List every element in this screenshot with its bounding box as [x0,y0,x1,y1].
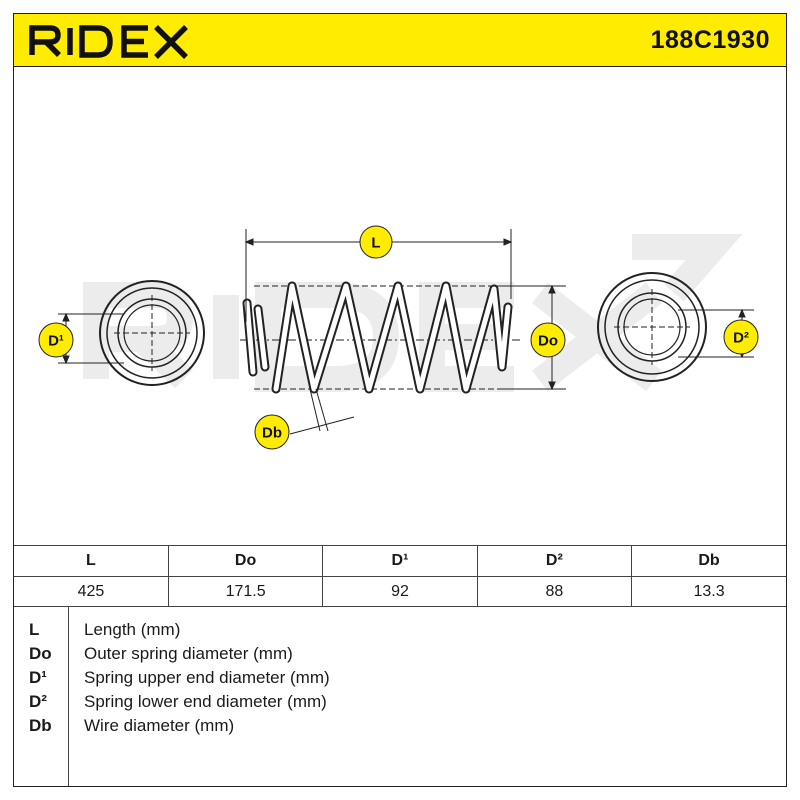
legend-divider [68,606,69,786]
svg-text:L: L [371,235,380,252]
db-dimension [289,388,355,435]
legend-item: L Length (mm) [14,620,786,644]
spec-table: L Do D¹ D² Db 425 171.5 92 88 13.3 [14,545,786,607]
legend-item: Do Outer spring diameter (mm) [14,644,786,668]
upper-end-view [99,280,205,386]
legend-abbr: Do [29,644,52,663]
spec-value: 171.5 [167,576,324,607]
legend-desc: Spring lower end diameter (mm) [84,692,327,711]
spec-value: 425 [14,576,169,607]
svg-text:Do: Do [538,333,558,350]
spec-header-row: L Do D¹ D² Db [14,545,786,577]
legend: L Length (mm) Do Outer spring diameter (… [14,606,786,786]
legend-desc: Length (mm) [84,620,181,639]
badge-l: L [359,225,393,259]
badge-do: Do [530,322,566,358]
badge-d1: D¹ [38,322,74,358]
badge-d2: D² [723,319,759,355]
spec-value: 13.3 [631,576,786,607]
legend-abbr: Db [29,716,52,735]
lower-end-view [597,272,707,382]
legend-desc: Outer spring diameter (mm) [84,644,293,663]
spec-header: D¹ [322,545,478,577]
legend-abbr: D² [29,692,47,711]
spring-side-view [240,281,524,394]
spec-value-row: 425 171.5 92 88 13.3 [14,576,786,607]
spec-value: 92 [322,576,478,607]
spec-header: D² [476,545,633,577]
spec-header: Do [167,545,324,577]
legend-desc: Wire diameter (mm) [84,716,235,735]
svg-text:Db: Db [262,425,282,442]
spec-value: 88 [476,576,633,607]
legend-item: D¹ Spring upper end diameter (mm) [14,668,786,692]
ridex-logo [29,25,188,59]
part-number: 188C1930 [650,26,770,54]
spec-header: L [14,545,169,577]
legend-abbr: L [29,620,40,639]
legend-desc: Spring upper end diameter (mm) [84,668,330,687]
spring-diagram: L Do D¹ D² Db [14,67,786,545]
legend-item: Db Wire diameter (mm) [14,716,786,740]
legend-abbr: D¹ [29,668,47,687]
product-sheet: 188C1930 [13,13,787,787]
header-bar: 188C1930 [14,14,786,67]
svg-text:D²: D² [733,330,749,347]
legend-item: D² Spring lower end diameter (mm) [14,692,786,716]
badge-db: Db [254,414,290,450]
svg-text:D¹: D¹ [48,333,64,350]
spec-header: Db [631,545,786,577]
